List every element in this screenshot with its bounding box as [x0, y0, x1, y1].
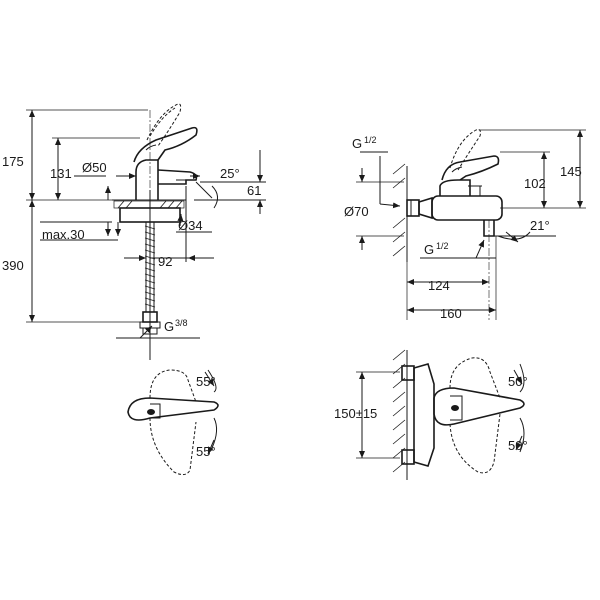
basin-hose: [139, 222, 161, 335]
bath-angle-top: 50°: [508, 374, 528, 389]
bath-inlet-thread-g: G: [352, 136, 362, 151]
bath-wall: [392, 163, 408, 262]
basin-dim-92: 92: [158, 254, 172, 269]
bath-outlet-thread-fraction: 1/2: [436, 241, 449, 251]
basin-angle-bottom: 55°: [196, 444, 216, 459]
basin-dim-25deg: 25°: [220, 166, 240, 181]
bath-dim-150: 150±15: [334, 406, 377, 421]
bath-dim-145: 145: [560, 164, 582, 179]
basin-thread-g: G: [164, 319, 174, 334]
bath-plan-wall: [392, 349, 408, 480]
basin-dim-175: 175: [2, 154, 24, 169]
bath-mixer-body: [406, 129, 503, 320]
basin-dimension-lines: [26, 109, 266, 339]
bath-dim-124: 124: [428, 278, 450, 293]
basin-angle-top: 55°: [196, 374, 216, 389]
basin-dim-61: 61: [247, 183, 261, 198]
basin-dim-d50: Ø50: [82, 160, 107, 175]
bath-dimension-lines: [356, 129, 586, 320]
basin-mixer-body: [133, 103, 198, 200]
basin-mixer-plan-view: 55° 55°: [127, 369, 219, 476]
basin-dim-thread: G 3/8: [164, 318, 188, 334]
basin-dim-max30: max.30: [42, 227, 85, 242]
bath-dim-102: 102: [524, 176, 546, 191]
bath-mixer-side-view: G 1/2 145 102 Ø70 21° G 1/2 124 160: [344, 129, 586, 321]
basin-mixer-side-view: 175 131 Ø50 25° 61 Ø34 max.30 92 390 G 3…: [2, 103, 266, 360]
bath-dim-outlet-thread: G 1/2: [424, 241, 449, 257]
bath-inlet-thread-fraction: 1/2: [364, 135, 377, 145]
basin-thread-fraction: 3/8: [175, 318, 188, 328]
bath-angle-bottom: 50°: [508, 438, 528, 453]
basin-dim-390: 390: [2, 258, 24, 273]
bath-dim-d70: Ø70: [344, 204, 369, 219]
basin-dim-d34: Ø34: [178, 218, 203, 233]
bath-dim-21deg: 21°: [530, 218, 550, 233]
bath-dim-160: 160: [440, 306, 462, 321]
bath-plan-dimension-lines: [356, 371, 400, 459]
bath-outlet-thread-g: G: [424, 242, 434, 257]
basin-dim-131: 131: [50, 166, 72, 181]
bath-mixer-plan-view: 150±15 50° 50°: [334, 349, 528, 480]
bath-dim-inlet-thread: G 1/2: [352, 135, 377, 151]
